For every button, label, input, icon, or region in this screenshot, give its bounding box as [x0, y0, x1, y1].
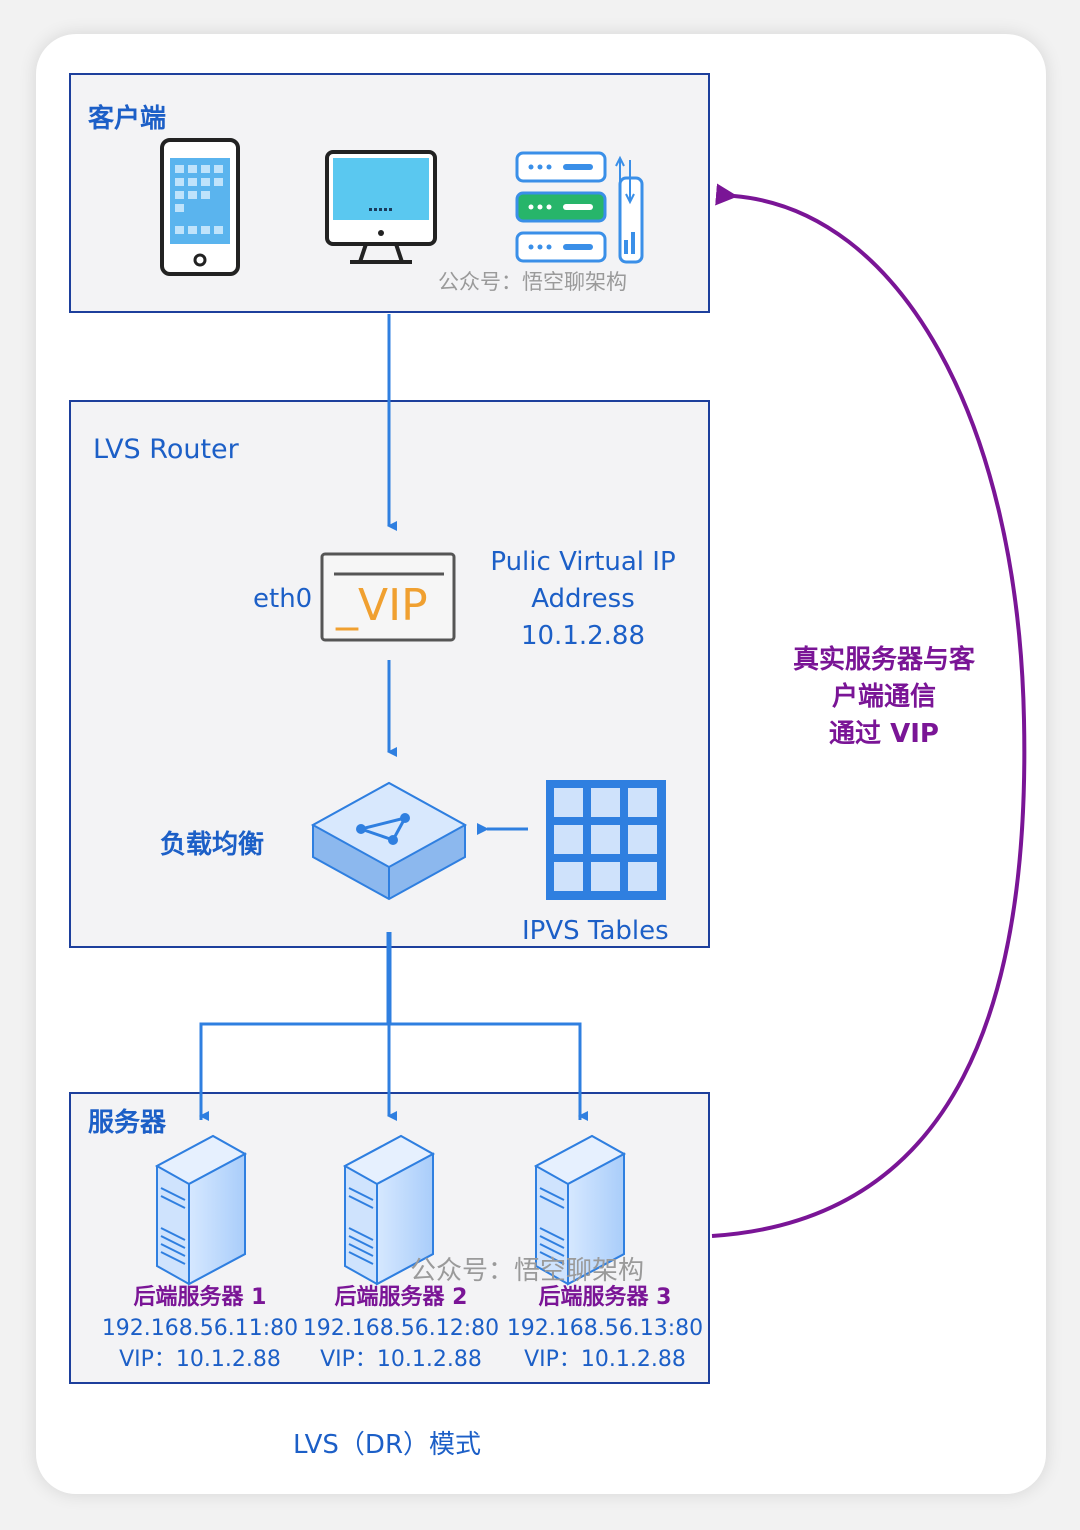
return-path-line-2: 户端通信 [831, 682, 936, 712]
server-address-2: 192.168.56.12:80 [302, 1316, 500, 1341]
vip-interface-icon [320, 552, 456, 642]
vip-info-line-1: Pulic Virtual IP [490, 547, 676, 577]
load-balancer-label: 负载均衡 [160, 830, 265, 860]
client-box-title: 客户端 [88, 104, 167, 134]
return-path-line-3: 通过 VIP [829, 719, 939, 749]
server-name-3: 后端服务器 3 [538, 1285, 672, 1310]
server-vip-2: VIP：10.1.2.88 [320, 1347, 482, 1372]
balancer-to-servers-arrows [199, 932, 588, 1121]
server-address-1: 192.168.56.11:80 [101, 1316, 299, 1341]
server-vip-3: VIP：10.1.2.88 [524, 1347, 686, 1372]
server-icon-2 [342, 1134, 436, 1286]
server-vip-1: VIP：10.1.2.88 [119, 1347, 281, 1372]
ipvs-tables-label: IPVS Tables [522, 916, 669, 946]
router-box-title: LVS Router [93, 434, 239, 465]
server-box-title: 服务器 [88, 1108, 167, 1138]
desktop-icon [325, 150, 437, 264]
server-icon-3 [533, 1134, 627, 1286]
return-path-line-1: 真实服务器与客 [792, 645, 975, 675]
server-address-3: 192.168.56.13:80 [506, 1316, 704, 1341]
return-path-arc [711, 183, 1027, 1238]
server-icon-1 [154, 1134, 248, 1286]
vip-info-line-2: Address [531, 584, 635, 614]
diagram-caption: LVS（DR）模式 [293, 1430, 482, 1460]
vip-info: Pulic Virtual IP Address 10.1.2.88 [472, 544, 694, 655]
server-name-1: 后端服务器 1 [133, 1285, 267, 1310]
client-watermark: 公众号：悟空聊架构 [438, 270, 627, 294]
server-watermark: 公众号：悟空聊架构 [410, 1256, 645, 1286]
server-rack-icon [515, 151, 644, 264]
phone-icon [160, 138, 240, 276]
return-path-label: 真实服务器与客 户端通信 通过 VIP [764, 642, 1004, 753]
vip-label: _VIP [336, 580, 428, 631]
eth0-label: eth0 [253, 584, 313, 614]
ipvs-table-icon [546, 780, 666, 900]
vip-info-line-3: 10.1.2.88 [520, 621, 646, 651]
server-label-3: 后端服务器 3 192.168.56.13:80 VIP：10.1.2.88 [505, 1282, 705, 1375]
server-name-2: 后端服务器 2 [334, 1285, 468, 1310]
server-label-1: 后端服务器 1 192.168.56.11:80 VIP：10.1.2.88 [100, 1282, 300, 1375]
load-balancer-icon [310, 781, 468, 901]
server-label-2: 后端服务器 2 192.168.56.12:80 VIP：10.1.2.88 [301, 1282, 501, 1375]
